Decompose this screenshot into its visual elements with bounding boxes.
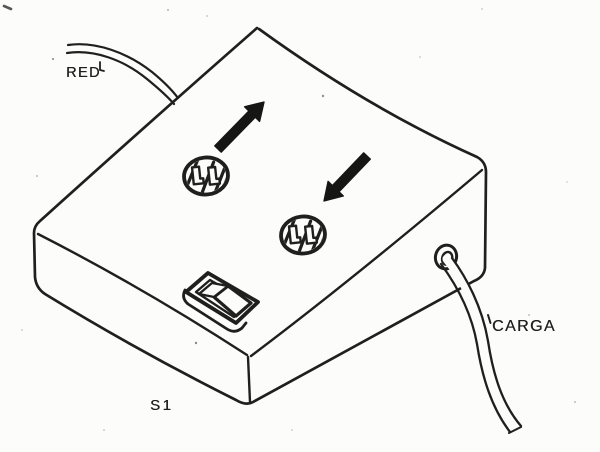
direction-arrows <box>214 101 371 202</box>
load-cord-label: CARGA <box>492 318 556 335</box>
outlet-slot <box>303 224 319 245</box>
mains-cord <box>64 43 180 106</box>
outlet-slot <box>190 165 205 186</box>
lower-outlet <box>279 214 327 256</box>
box-front-vertical-edge <box>246 355 252 404</box>
switch-label: S1 <box>150 397 174 414</box>
switch-rocker-far-face <box>197 281 230 299</box>
switch-side-lip <box>182 288 248 333</box>
box-outline <box>32 26 488 405</box>
arrow-down-left-icon <box>323 152 371 202</box>
mains-cord-label: RED <box>66 65 101 81</box>
box-top-front-edge <box>36 232 249 357</box>
load-cord-tip <box>508 426 522 434</box>
device-box <box>32 26 488 405</box>
mains-label-tick <box>99 61 105 72</box>
outlet-slot <box>206 165 222 186</box>
scan-speckles <box>2 4 577 431</box>
load-label-tick <box>487 314 492 324</box>
load-cord <box>439 254 523 434</box>
arrow-up-right-icon <box>214 101 265 153</box>
box-top-right-edge <box>249 168 484 358</box>
outlet-slot <box>287 224 302 245</box>
rocker-switch <box>182 271 260 333</box>
upper-outlet <box>182 155 230 197</box>
